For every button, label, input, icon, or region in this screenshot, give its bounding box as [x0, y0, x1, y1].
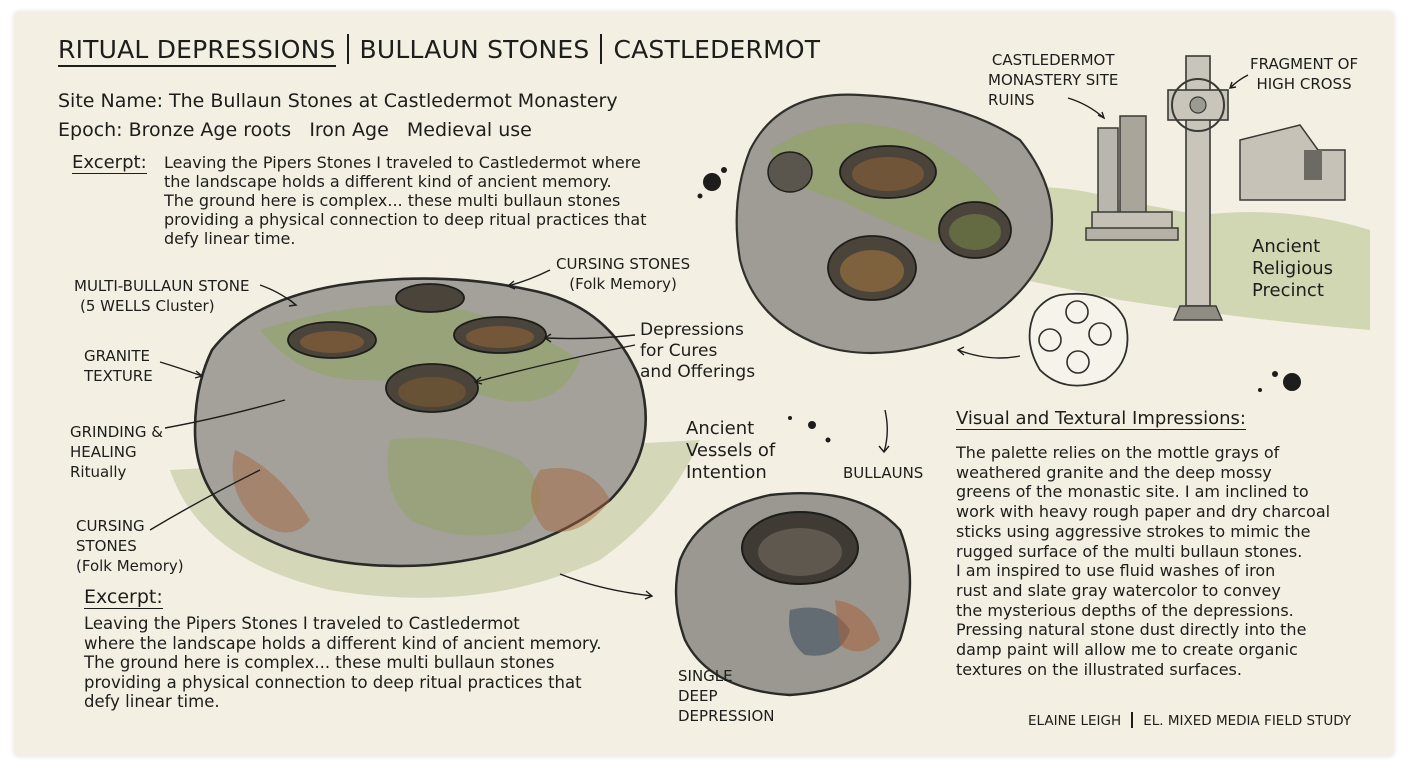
excerpt-bottom-heading: Excerpt:: [84, 586, 163, 609]
label-high-cross: FRAGMENT OF HIGH CROSS: [1250, 55, 1359, 93]
impressions-line: the mysterious depths of the depressions…: [956, 600, 1294, 620]
impressions-line: work with heavy rough paper and dry char…: [956, 502, 1331, 522]
excerpt-line: providing a physical connection to deep …: [84, 672, 582, 692]
label-cursing-stones-top: CURSING STONES (Folk Memory): [556, 255, 691, 293]
excerpt-top-heading: Excerpt:: [72, 152, 147, 174]
excerpt-line: The ground here is complex... these mult…: [84, 653, 555, 672]
impressions-heading: Visual and Textural Impressions:: [956, 408, 1246, 430]
label-depressions: Depressions for Cures and Offerings: [640, 320, 756, 382]
signature-author: ELAINE LEIGH: [1028, 713, 1122, 729]
title-ritual-depressions: RITUAL DEPRESSIONS: [58, 35, 336, 67]
label-cursing-stones-left: CURSING STONES (Folk Memory): [76, 517, 184, 575]
label-single-deep-depression: SINGLE DEEP DEPRESSION: [678, 667, 775, 725]
excerpt-line: providing a physical connection to deep …: [164, 210, 647, 229]
impressions-line: Pressing natural stone dust directly int…: [956, 620, 1307, 640]
epoch: Epoch: Bronze Age roots Iron Age Medieva…: [58, 119, 532, 141]
title-divider: [346, 34, 349, 64]
label-grinding-healing: GRINDING & HEALING Ritually: [70, 423, 163, 481]
impressions-body: The palette relies on the mottle grays o…: [956, 443, 1330, 679]
excerpt-line: the landscape holds a different kind of …: [164, 172, 612, 191]
excerpt-line: Leaving the Pipers Stones I traveled to …: [84, 614, 520, 633]
title-castledermot: CASTLEDERMOT: [613, 35, 821, 64]
signature-divider: [1131, 712, 1133, 728]
label-religious-precinct: Ancient Religious Precinct: [1252, 236, 1333, 301]
excerpt-top-body: Leaving the Pipers Stones I traveled to …: [164, 153, 647, 248]
excerpt-line: defy linear time.: [164, 229, 296, 248]
label-monastery-ruins: CASTLEDERMOT MONASTERY SITE RUINS: [988, 51, 1119, 109]
annotation-arrows: [149, 74, 1249, 600]
impressions-line: rugged surface of the multi bullaun ston…: [956, 541, 1303, 561]
label-granite-texture: GRANITE TEXTURE: [84, 347, 153, 385]
bullaun-plan-diagram: [1028, 292, 1129, 387]
impressions-line: sticks using aggressive strokes to mimic…: [956, 521, 1311, 541]
impressions-line: damp paint will allow me to create organ…: [956, 640, 1298, 660]
title-divider: [600, 34, 603, 64]
title-bullaun-stones: BULLAUN STONES: [359, 35, 590, 64]
signature-series: EL. MIXED MEDIA FIELD STUDY: [1143, 713, 1352, 729]
signature: ELAINE LEIGH EL. MIXED MEDIA FIELD STUDY: [1028, 712, 1351, 729]
page-title: RITUAL DEPRESSIONS BULLAUN STONES CASTLEDE…: [58, 34, 820, 67]
site-name: Site Name: The Bullaun Stones at Castled…: [58, 90, 618, 112]
excerpt-line: The ground here is complex... these mult…: [164, 191, 621, 210]
label-multi-bullaun-stone: MULTI-BULLAUN STONE (5 WELLS Cluster): [74, 277, 250, 315]
label-ancient-vessels: Ancient Vessels of Intention: [686, 418, 776, 483]
excerpt-line: defy linear time.: [84, 692, 220, 711]
impressions-line: greens of the monastic site. I am inclin…: [956, 482, 1309, 502]
monastery-ruins-illustration: [930, 55, 1370, 330]
excerpt-bottom-body: Leaving the Pipers Stones I traveled to …: [84, 614, 602, 712]
excerpt-line: where the landscape holds a different ki…: [84, 633, 602, 653]
label-bullauns: BULLAUNS: [843, 464, 924, 482]
ink-splatters: [697, 167, 1301, 443]
upper-bullaun-stone-illustration: [735, 93, 1054, 355]
impressions-line: weathered granite and the deep mossy: [956, 462, 1272, 482]
impressions-line: textures on the illustrated surfaces.: [956, 659, 1242, 679]
excerpt-line: Leaving the Pipers Stones I traveled to …: [164, 153, 641, 172]
main-multi-bullaun-stone-illustration: [170, 277, 700, 598]
single-depression-stone-illustration: [674, 492, 912, 697]
impressions-line: The palette relies on the mottle grays o…: [956, 443, 1280, 462]
impressions-line: rust and slate gray watercolor to convey: [956, 580, 1281, 600]
impressions-line: I am inspired to use fluid washes of iro…: [956, 561, 1276, 581]
